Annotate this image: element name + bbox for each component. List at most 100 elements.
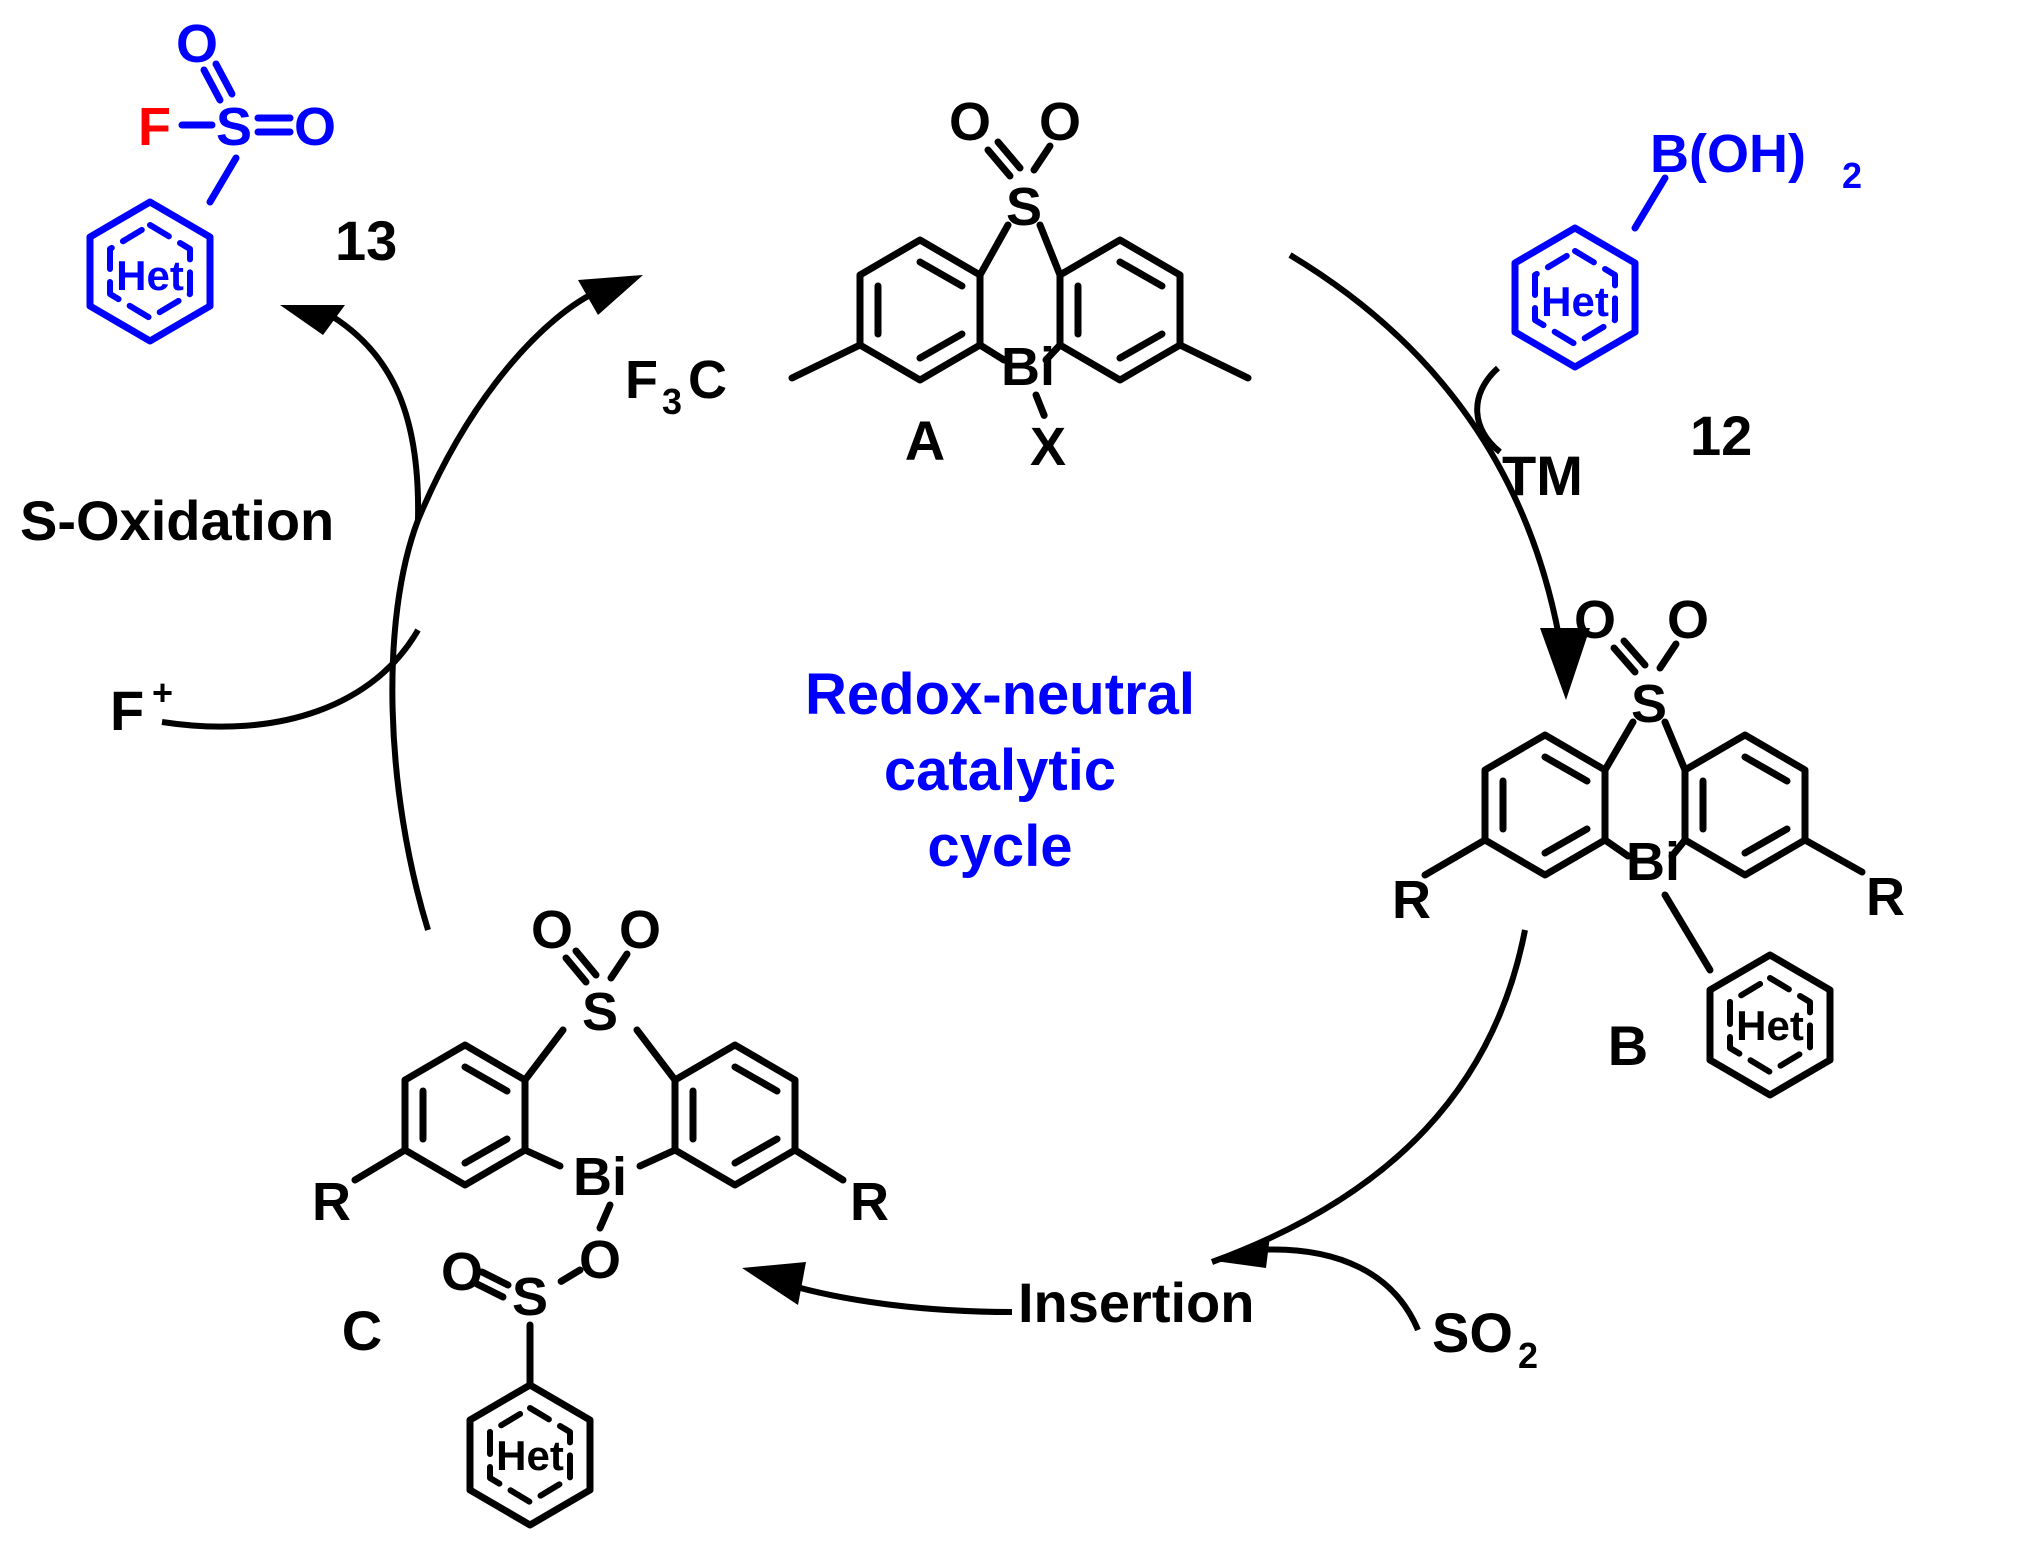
atom-13-o-right: O xyxy=(294,97,336,157)
group-a-cf3-f: F xyxy=(625,350,658,410)
bond-c-r-right xyxy=(791,1146,847,1184)
ring-13-inner-dashed xyxy=(107,222,193,321)
compound-12-label: 12 xyxy=(1690,404,1752,467)
bond-c-s2-o3-a xyxy=(478,1268,512,1289)
bond-b-s-o1-b xyxy=(1620,637,1649,669)
atom-c-r-right: R xyxy=(850,1172,889,1232)
bond-c-s-o1-b xyxy=(572,947,600,979)
atom-a-x: X xyxy=(1030,417,1066,477)
step-tm-label: TM xyxy=(1502,444,1583,507)
step-oxidation-label: S-Oxidation xyxy=(20,489,334,552)
atom-c-r-left: R xyxy=(312,1172,351,1232)
compound-a-label: A xyxy=(905,409,945,472)
cycle-title: Redox-neutral catalytic cycle xyxy=(805,662,1195,879)
compound-c-label: C xyxy=(342,1299,382,1362)
ring-13 xyxy=(86,198,214,345)
atom-13-s: S xyxy=(216,97,252,157)
arrow-so2-feed xyxy=(1254,1246,1421,1332)
arrow-branch-to-13 xyxy=(328,312,422,521)
atom-b-r-left: R xyxy=(1392,870,1431,930)
ring-a-left-inner-2 xyxy=(916,330,966,362)
arrow-c-to-a xyxy=(389,287,602,931)
bond-b-s-o2 xyxy=(1656,640,1680,672)
bond-b-r-right xyxy=(1801,836,1866,876)
fplus-reagent: F + xyxy=(110,672,173,742)
atom-b-o1: O xyxy=(1574,590,1616,650)
bond-b-left-s xyxy=(1601,718,1637,774)
bond-13-ring-s xyxy=(206,154,240,206)
arrow-b-to-insertion xyxy=(1210,929,1528,1265)
title-line-2: catalytic xyxy=(884,738,1116,803)
bond-13-s-o-top-b xyxy=(212,60,236,98)
ring-b-right-inner-1 xyxy=(1741,753,1791,785)
ring-a-right-inner-1 xyxy=(1116,258,1166,290)
bond-a-s-o2 xyxy=(1030,142,1054,174)
bond-a-methyl xyxy=(1176,341,1252,382)
bond-a-cf3 xyxy=(788,341,864,382)
ring-c-left-inner-2 xyxy=(461,1135,511,1167)
bond-b-bi-het xyxy=(1661,891,1714,974)
atom-13-o-top: O xyxy=(176,14,218,74)
ring-c-het-label: Het xyxy=(496,1432,564,1479)
atom-c-o1: O xyxy=(531,900,573,960)
bond-a-right-s xyxy=(1036,221,1064,279)
cycle-arrows xyxy=(161,252,1590,1332)
so2-reagent: SO 2 xyxy=(1432,1301,1538,1376)
group-12-boh: B(OH) xyxy=(1650,124,1806,184)
bond-a-bi-x xyxy=(1032,391,1050,424)
ring-c-het xyxy=(466,1381,594,1529)
bond-b-s-o1-a xyxy=(1610,644,1639,676)
ring-12-inner-dashed xyxy=(1532,248,1618,347)
arrowhead-13 xyxy=(280,305,345,335)
arrowhead-so2 xyxy=(1215,1236,1270,1268)
bond-c-bi-o xyxy=(596,1201,614,1232)
atom-b-bi: Bi xyxy=(1626,832,1680,892)
ring-b-left-inner-1 xyxy=(1541,753,1591,785)
bond-a-right-bi xyxy=(1042,341,1064,364)
atom-b-o2: O xyxy=(1667,590,1709,650)
bond-b-left-bi xyxy=(1601,836,1632,860)
bond-c-right-s xyxy=(633,1026,679,1084)
atom-b-r-right: R xyxy=(1866,867,1905,927)
atom-b-s: S xyxy=(1631,674,1667,734)
compound-12: Het B(OH) 2 12 xyxy=(1511,124,1862,467)
ring-13-het-label: Het xyxy=(116,252,184,299)
ring-b-het xyxy=(1706,951,1834,1099)
so2-subscript: 2 xyxy=(1518,1335,1538,1376)
bond-13-s-o-top-a xyxy=(200,66,224,104)
ring-a-right-inner-2 xyxy=(1116,330,1166,362)
bond-c-s-o2 xyxy=(607,950,631,982)
bond-b-right-bi xyxy=(1668,836,1689,860)
ring-c-right-inner-1 xyxy=(731,1063,781,1095)
atom-a-o2: O xyxy=(1039,92,1081,152)
title-line-1: Redox-neutral xyxy=(805,662,1195,727)
bond-c-right-bi xyxy=(636,1146,679,1170)
so2-symbol: SO xyxy=(1432,1301,1513,1364)
atom-13-f: F xyxy=(138,97,171,157)
atom-c-s2: S xyxy=(512,1267,548,1327)
ring-a-left-inner-1 xyxy=(916,258,966,290)
bond-c-o-s2 xyxy=(551,1266,584,1289)
group-12-subscript: 2 xyxy=(1842,155,1862,196)
ring-c-left-inner-1 xyxy=(461,1063,511,1095)
atom-c-s: S xyxy=(582,982,618,1042)
atom-a-s: S xyxy=(1006,177,1042,237)
bond-a-s-o1-b xyxy=(994,138,1024,172)
arrowhead-c xyxy=(742,1262,806,1305)
bond-b-r-left xyxy=(1421,836,1489,879)
bond-a-left-bi xyxy=(976,341,1008,364)
atom-c-o2: O xyxy=(619,900,661,960)
ring-12-het-label: Het xyxy=(1541,278,1609,325)
arrowhead-a xyxy=(578,275,643,315)
step-insertion-label: Insertion xyxy=(1018,1271,1254,1334)
compound-b-label: B xyxy=(1608,1014,1648,1077)
atom-c-o3: O xyxy=(441,1242,483,1302)
ring-c-right-inner-2 xyxy=(731,1135,781,1167)
group-a-cf3-subscript: 3 xyxy=(662,381,682,422)
compound-13-label: 13 xyxy=(335,209,397,272)
atom-a-o1: O xyxy=(949,92,991,152)
title-line-3: cycle xyxy=(927,814,1072,879)
compound-13: Het F S O O 13 xyxy=(86,14,397,345)
ring-b-het-inner-dashed xyxy=(1727,975,1813,1075)
